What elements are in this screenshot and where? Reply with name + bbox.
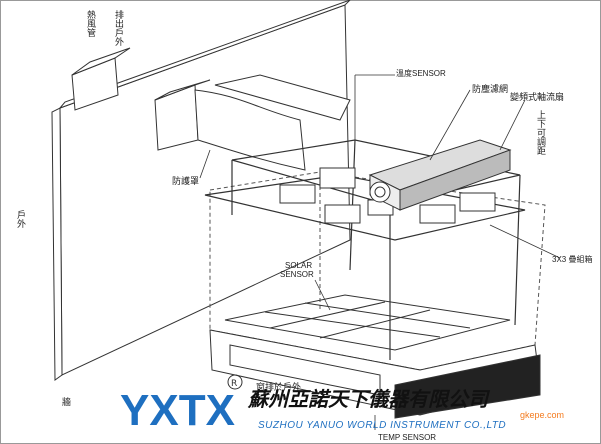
bottom-grid [224,294,511,351]
label-temp-sensor-bottom: TEMP SENSOR [378,433,436,442]
company-name-cn: 蘇州亞諾天下儀器有限公司 [247,387,491,411]
label-solar-1: SOLAR [285,261,312,270]
label-wall: 牆 [62,396,71,408]
company-name: 蘇州亞諾天下儀器有限公司 SUZHOU YANUO WORLD INSTRUME… [247,387,564,431]
sample-boxes [279,167,496,224]
labels: 排出戶外 熱風管 溫度SENSOR 防塵濾網 變頻式軸流扇 上下可調距 防護罩 … [15,9,592,442]
sample-box [459,192,496,212]
label-exhaust-outdoor: 窗排於戶外 [256,381,301,393]
company-logo: YXTX R [120,374,243,435]
logo-text: YXTX [120,386,235,435]
label-hot-air-pipe: 熱風管 [85,9,96,37]
label-temp-sensor-top: 溫度SENSOR [396,68,446,78]
exhaust-pipe [71,47,131,111]
sample-box [324,204,361,224]
label-outdoor: 戶外 [15,209,26,229]
label-adjustable: 上下可調距 [535,110,546,155]
hot-air-duct [154,74,351,171]
sample-box [319,167,356,189]
vent-grille [394,354,541,419]
label-stack-box: 3X3 疊組箱 [552,254,592,264]
base-unit [209,329,541,419]
label-protective-cover: 防護罩 [172,175,199,187]
label-protective-net: 防塵濾網 [472,83,508,95]
label-solar-2: SENSOR [280,270,314,279]
fan-unit [368,139,512,211]
sample-box [279,184,316,204]
leader-lines [199,74,561,430]
label-exhaust-pipe: 排出戶外 [113,9,124,47]
company-name-en: SUZHOU YANUO WORLD INSTRUMENT CO.,LTD [258,420,506,431]
watermark: gkepe.com [520,410,564,420]
sample-box [419,204,456,224]
label-variable-fan: 變頻式軸流扇 [510,91,564,103]
registered-mark: R [231,379,237,389]
